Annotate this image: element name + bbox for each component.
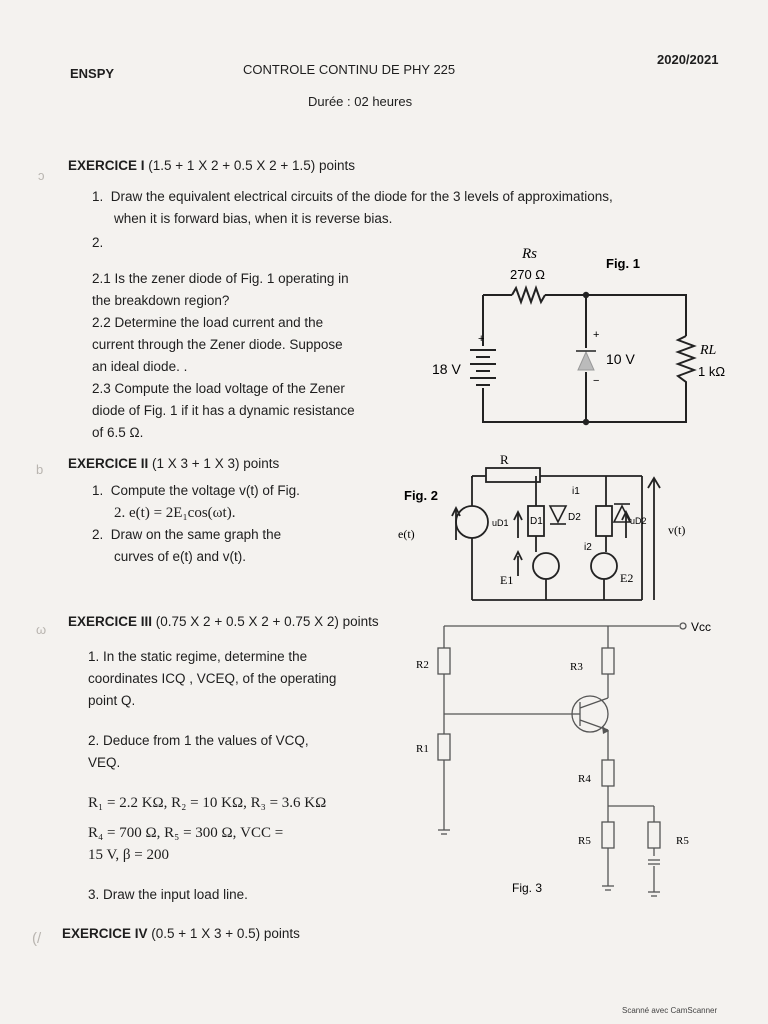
fig2-i2-label: i2: [584, 542, 592, 553]
fig2-ud2-label: uD2: [630, 516, 647, 526]
exercise-1-question-1: 1. Draw the equivalent electrical circui…: [92, 189, 613, 226]
margin-mark: (/: [32, 930, 42, 947]
fig2-r-label: R: [500, 452, 509, 467]
fig1-label: Fig. 1: [606, 256, 640, 271]
fig2-e2-label: E2: [620, 571, 633, 585]
fig1-rl-value: 1 kΩ: [698, 364, 725, 379]
fig3-vcc-label: Vcc: [691, 620, 711, 634]
scanner-watermark: Scanné avec CamScanner: [622, 1006, 718, 1015]
fig1-zener-label: 10 V: [606, 351, 635, 367]
fig1-rs-label: Rs: [521, 246, 537, 262]
fig1-plus: +: [478, 333, 484, 345]
exercise-3-question-2: 2. Deduce from 1 the values of VCQ, VEQ.: [88, 733, 309, 770]
exercise-3-question-1: 1. In the static regime, determine the c…: [88, 649, 337, 708]
exercise-1-question-2-num: 2.: [92, 235, 104, 250]
exercise-3-values: R₁ = 2.2 KΩ, R₂ = 10 KΩ, R₃ = 3.6 KΩ R₄ …: [88, 795, 327, 863]
fig3-r4-label: R4: [578, 773, 591, 785]
figure-3-transistor-circuit: Vcc R2 R1 R3 R4 R5 R5 Fig. 3: [416, 620, 711, 897]
exercise-1-subquestions: 2.1 Is the zener diode of Fig. 1 operati…: [92, 271, 355, 440]
exam-title: CONTROLE CONTINU DE PHY 225: [243, 62, 456, 77]
fig3-r3-label: R3: [570, 661, 583, 673]
fig2-d1-label: D1: [530, 516, 543, 527]
fig1-zener-plus: +: [593, 329, 599, 341]
fig2-source-label: e(t): [398, 527, 415, 541]
school-name: ENSPY: [70, 66, 115, 81]
fig1-rs-value: 270 Ω: [510, 267, 545, 282]
fig2-vt-label: v(t): [668, 523, 685, 537]
margin-mark: ω: [36, 622, 47, 637]
fig2-i1-label: i1: [572, 486, 580, 497]
fig2-d2-label: D2: [568, 512, 581, 523]
fig3-r5b-label: R5: [676, 835, 689, 847]
exercise-2-title: EXERCICE II (1 X 3 + 1 X 3) points: [68, 456, 280, 471]
exam-duration: Durée : 02 heures: [308, 94, 413, 109]
exercise-3-question-3: 3. Draw the input load line.: [88, 887, 248, 902]
exercise-1-title: EXERCICE I (1.5 + 1 X 2 + 0.5 X 2 + 1.5)…: [68, 158, 356, 173]
fig3-r1-label: R1: [416, 743, 429, 755]
exercise-2-questions: 1. Compute the voltage v(t) of Fig. 2. e…: [92, 483, 300, 564]
exercise-4-title: EXERCICE IV (0.5 + 1 X 3 + 0.5) points: [62, 926, 300, 941]
fig2-e1-label: E1: [500, 573, 513, 587]
margin-mark: b: [36, 462, 44, 477]
academic-year: 2020/2021: [657, 52, 719, 67]
figure-1-zener-circuit: Rs 270 Ω Fig. 1 18 V + + − 10 V RL 1 kΩ: [432, 246, 725, 426]
fig2-label: Fig. 2: [404, 488, 438, 503]
fig1-zener-minus: −: [593, 375, 599, 387]
fig2-ud1-label: uD1: [492, 518, 509, 528]
fig1-source-label: 18 V: [432, 361, 461, 377]
figure-2-diode-circuit: R Fig. 2 e(t) uD1 D1 D2 uD2 i1 i2 E1 E2 …: [398, 452, 685, 601]
fig3-r2-label: R2: [416, 659, 429, 671]
fig3-label: Fig. 3: [512, 881, 542, 895]
margin-mark: ɔ: [38, 168, 45, 183]
fig1-rl-label: RL: [699, 343, 717, 358]
exercise-3-title: EXERCICE III (0.75 X 2 + 0.5 X 2 + 0.75 …: [68, 614, 379, 629]
fig3-r5a-label: R5: [578, 835, 591, 847]
